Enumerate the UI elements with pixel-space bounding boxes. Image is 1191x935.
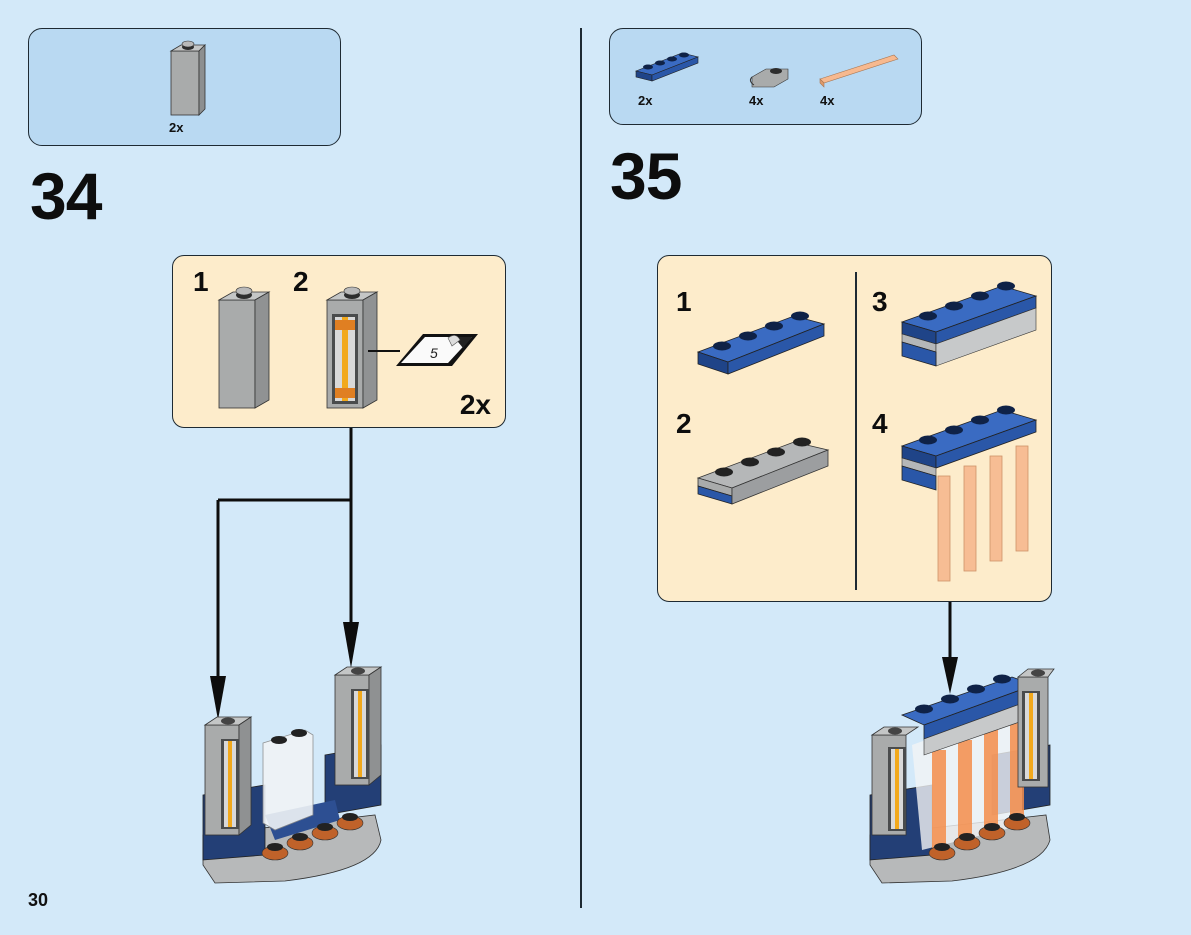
plate-stack-step-3	[900, 281, 1038, 367]
gray-brick-icon	[217, 286, 271, 409]
clip-plates-step-2	[696, 437, 830, 505]
part-quantity: 2x	[169, 120, 184, 135]
sub-step-number: 1	[676, 286, 692, 317]
blue-plate-1x4-icon	[635, 52, 699, 82]
orange-round-plates	[928, 813, 1031, 861]
step-35-model	[869, 668, 1055, 884]
part-quantity: 4x	[820, 93, 835, 108]
page-divider	[580, 28, 582, 908]
arrow-down-icon	[343, 622, 359, 668]
sub-step-number: 3	[872, 286, 888, 317]
orange-round-plates	[261, 813, 364, 861]
sub-step-number: 2	[676, 408, 692, 439]
part-quantity: 2x	[638, 93, 653, 108]
placement-arrow	[942, 602, 958, 694]
step-34-sub-assembly-box: 1 2 5 2x	[172, 255, 506, 428]
sticker-5-icon: 5	[368, 334, 478, 366]
sub-step-number: 4	[872, 408, 888, 439]
arrow-down-icon	[942, 657, 958, 694]
page-number: 30	[28, 890, 49, 910]
step-35-parts-box: 2x 4x 4x	[609, 28, 922, 125]
sticker-label: 5	[430, 345, 438, 361]
stickered-brick-icon	[325, 286, 379, 409]
step-number: 34	[30, 159, 102, 233]
trans-orange-bar-icon	[819, 54, 899, 88]
clip-plate-icon	[749, 68, 789, 88]
sub-step-number: 2	[293, 266, 309, 297]
trans-orange-bars	[937, 445, 1029, 582]
sub-assembly-multiplier: 2x	[459, 389, 491, 420]
sub-step-number: 1	[193, 266, 209, 297]
part-quantity: 4x	[749, 93, 764, 108]
step-34-model	[202, 666, 383, 884]
bar-assembly-step-4	[900, 405, 1038, 582]
placement-arrows	[210, 428, 359, 720]
arrow-down-icon	[210, 676, 226, 720]
trans-orange-bars	[932, 720, 1024, 850]
brick-1x1x3-icon	[169, 40, 206, 116]
step-34-parts-box: 2x	[28, 28, 341, 146]
step-number: 35	[610, 139, 682, 213]
blue-plate-step-1	[696, 311, 826, 375]
sub-step-divider	[855, 272, 857, 590]
step-35-sub-assembly-box: 1 2 3 4	[657, 255, 1052, 602]
